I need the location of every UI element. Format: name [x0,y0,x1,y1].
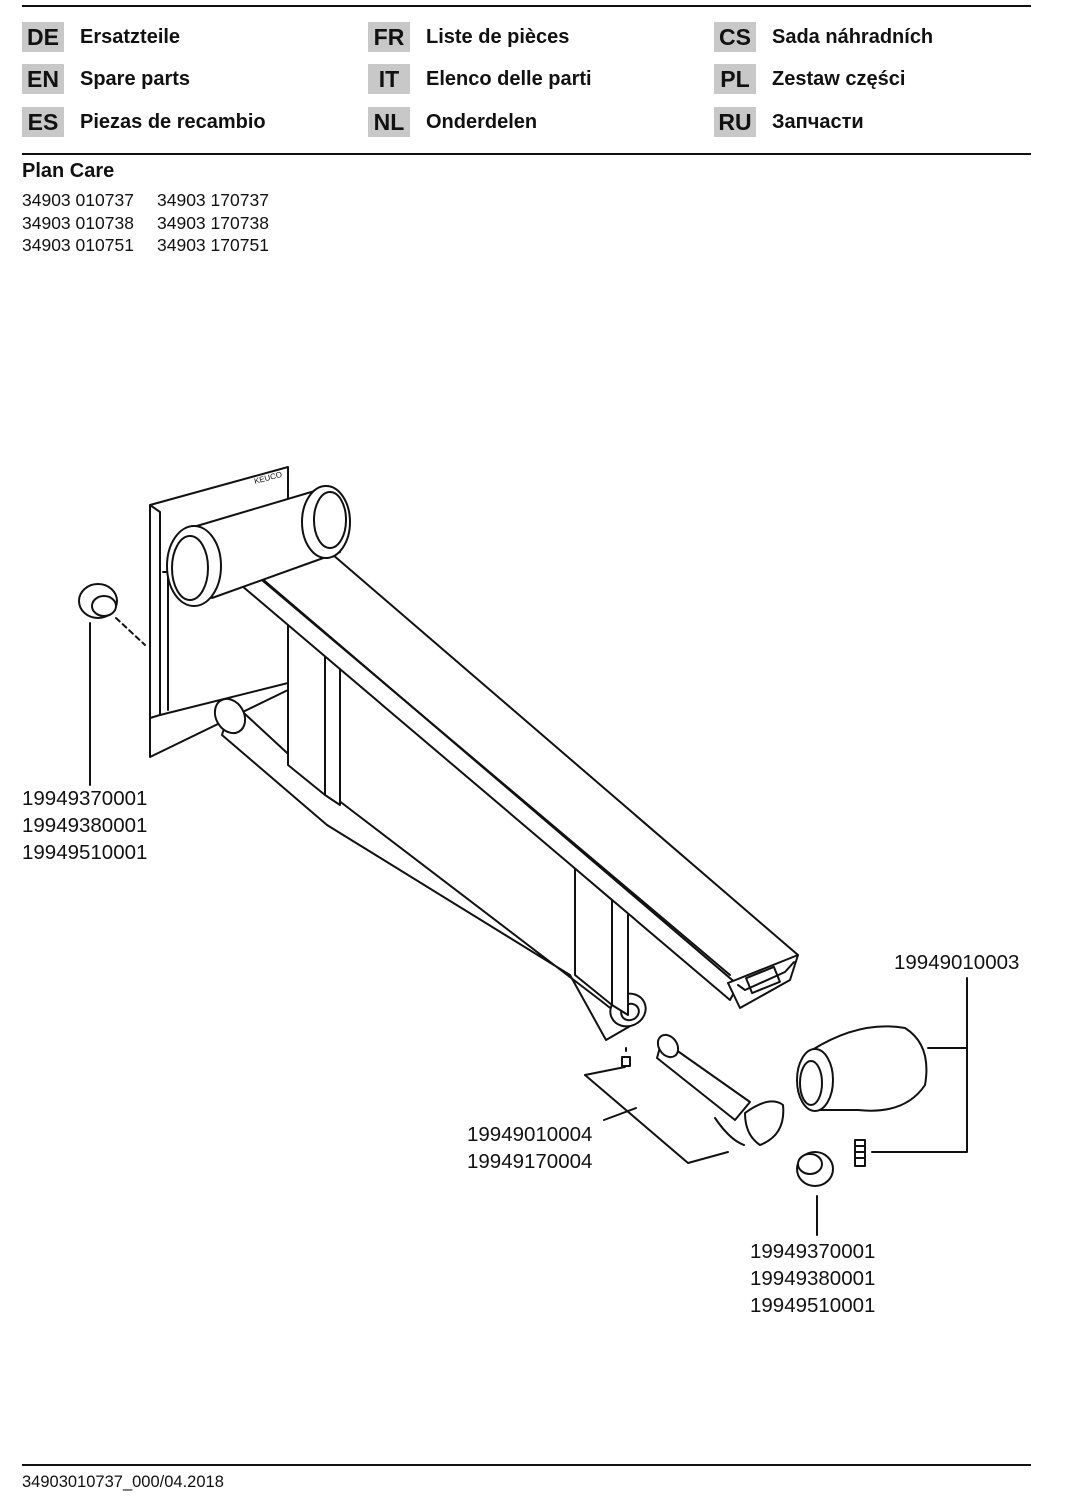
part-number: 19949510001 [22,841,148,864]
callout-handle-cap: 19949010003 [894,949,1019,976]
callout-hinge-pin: 19949010004 19949170004 [467,1121,592,1175]
footer-rule [22,1464,1031,1466]
top-rule [22,5,1031,7]
part-number: 19949510001 [750,1294,876,1317]
product-title: Plan Care [22,160,115,182]
part-number: 19949370001 [22,787,148,810]
lang-label: Liste de pièces [426,25,570,48]
callout-right-cap: 19949370001 19949380001 19949510001 [750,1238,875,1319]
main-arm [234,541,799,1009]
lang-row-ru: RU Запчасти [714,107,864,137]
article-number: 34903 170751 [157,235,269,255]
lang-row-cs: CS Sada náhradních [714,22,933,52]
lang-row-es: ES Piezas de recambio [22,107,266,137]
lang-label: Piezas de recambio [80,110,266,133]
lang-row-de: DE Ersatzteile [22,22,180,52]
left-cap-part [78,583,146,786]
article-number: 34903 010738 [22,212,134,233]
hinge-drum [166,485,351,607]
article-number: 34903 170737 [157,190,269,210]
article-number: 34903 010737 [22,190,134,210]
callout-left-cap: 19949370001 19949380001 19949510001 [22,785,147,866]
lang-label: Onderdelen [426,110,538,133]
lang-label: Elenco delle parti [426,67,592,90]
lang-label: Запчасти [772,110,864,133]
lang-code-badge: FR [368,22,410,52]
lang-label: Sada náhradních [772,25,934,48]
lang-code-badge: RU [714,107,756,137]
lang-row-it: IT Elenco delle parti [368,64,592,94]
lang-row-en: EN Spare parts [22,64,190,94]
article-number-grid: 34903 010737 34903 170737 34903 010738 3… [22,190,292,256]
hinge-pin-part [584,1033,785,1164]
lang-code-badge: NL [368,107,410,137]
lang-code-badge: DE [22,22,64,52]
support-struts [287,614,629,1016]
lang-label: Ersatzteile [80,25,181,48]
header-rule [22,153,1031,155]
lang-label: Spare parts [80,67,191,90]
article-number: 34903 170738 [157,212,269,233]
lang-row-nl: NL Onderdelen [368,107,537,137]
part-number: 19949380001 [750,1267,876,1290]
lang-code-badge: ES [22,107,64,137]
article-number: 34903 010751 [22,235,134,255]
lang-code-badge: PL [714,64,756,94]
part-number: 19949010004 [467,1123,593,1146]
part-number: 19949170004 [467,1150,593,1173]
part-number: 19949010003 [894,951,1020,974]
lang-row-fr: FR Liste de pièces [368,22,569,52]
document-id: 34903010737_000/04.2018 [22,1473,224,1491]
lang-code-badge: IT [368,64,410,94]
part-number: 19949380001 [22,814,148,837]
lang-code-badge: CS [714,22,756,52]
lang-row-pl: PL Zestaw części [714,64,905,94]
handle-end-cap-part [796,977,968,1167]
part-number: 19949370001 [750,1240,876,1263]
lang-label: Zestaw części [772,67,906,90]
right-cap-part [796,1151,834,1236]
lang-code-badge: EN [22,64,64,94]
